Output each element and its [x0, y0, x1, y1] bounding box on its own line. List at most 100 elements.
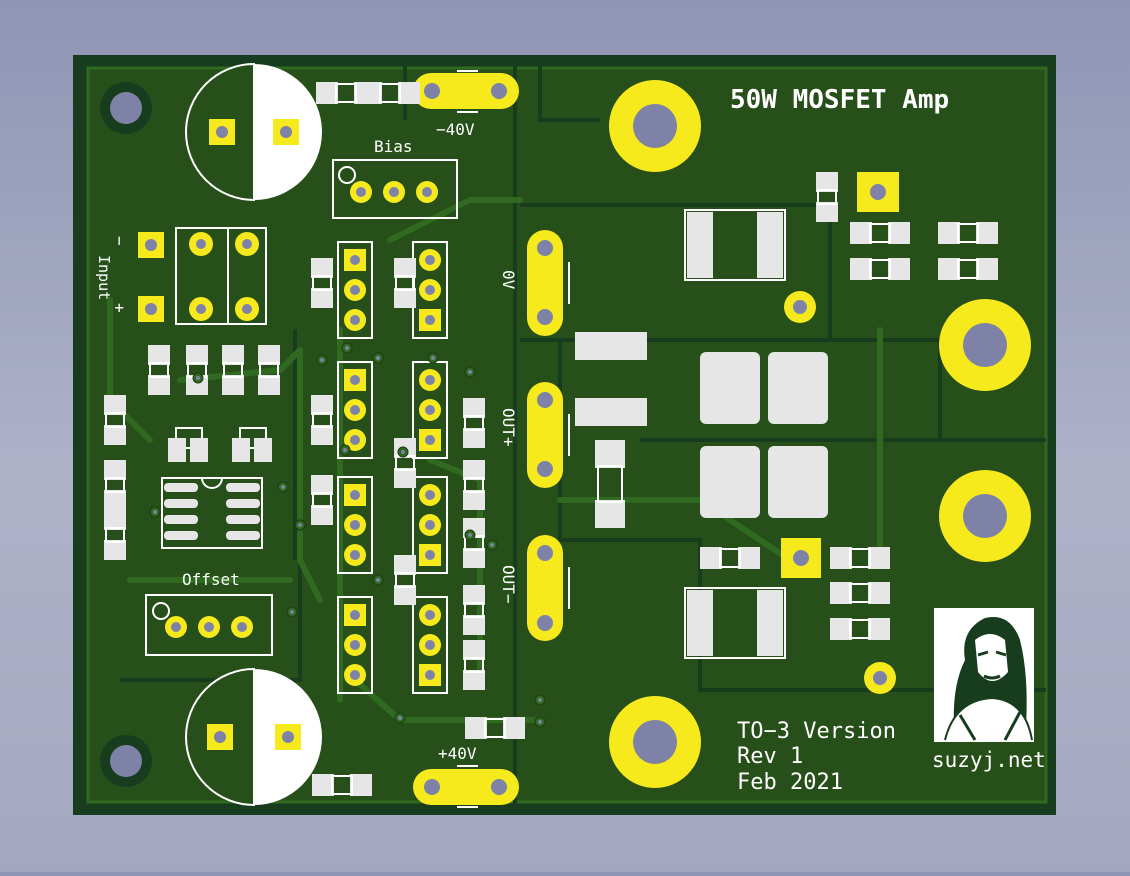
smd-outline [379, 83, 401, 103]
smd-outline [849, 619, 871, 639]
smd-outline [957, 223, 979, 243]
smd-pad [463, 670, 485, 690]
smd-pad [463, 640, 485, 660]
pad-drill [350, 405, 360, 415]
smd-pad [222, 375, 244, 395]
website-label: suzyj.net [932, 748, 1046, 772]
smd-outline [719, 548, 741, 568]
vias [149, 342, 546, 728]
via-hole [490, 543, 494, 547]
smd-pad [463, 428, 485, 448]
smd-pad [394, 288, 416, 308]
smd-outline [149, 362, 169, 378]
smd-pad [463, 460, 485, 480]
pad-drill [350, 435, 360, 445]
smd-outline [849, 583, 871, 603]
offset-trimmer [145, 594, 273, 656]
pad-drill [350, 550, 360, 560]
via-hole [468, 533, 472, 537]
via-hole [376, 356, 380, 360]
via-hole [398, 716, 402, 720]
smd-pad [258, 375, 280, 395]
smd-pad [850, 258, 872, 280]
smd-pad [104, 425, 126, 445]
smd-pad [350, 774, 372, 796]
pad-drill [425, 435, 435, 445]
neg-supply-label: −40V [436, 120, 475, 139]
pad-drill [425, 520, 435, 530]
via-hole [298, 523, 302, 527]
smd-outline [395, 275, 415, 291]
smd-pad [104, 490, 126, 510]
via-hole [281, 485, 285, 489]
smd-outline [335, 83, 357, 103]
smd-pad [316, 82, 338, 104]
smd-pad [868, 547, 890, 569]
via-hole [153, 510, 157, 514]
pad-drill [350, 610, 360, 620]
smd-outline [395, 572, 415, 588]
pad-drill [425, 375, 435, 385]
smd-outline [105, 477, 125, 493]
pad-drill [425, 610, 435, 620]
smd-pad [738, 547, 760, 569]
smd-outline [464, 477, 484, 493]
silkscreen-text: 50W MOSFET Amp TO−3 Version Rev 1 Feb 20… [95, 85, 1046, 795]
offset-label: Offset [182, 570, 240, 589]
pad-drill [350, 670, 360, 680]
version-line-1: TO−3 Version [737, 719, 896, 744]
smd-outline [105, 412, 125, 428]
smd-pad [463, 490, 485, 510]
smd-pad [888, 222, 910, 244]
smd-pad [311, 258, 333, 278]
smd-pad [700, 547, 722, 569]
smd-outline [464, 657, 484, 673]
smd-pad [976, 222, 998, 244]
via-hole [538, 720, 542, 724]
smd-pad [148, 345, 170, 365]
smd-outline [869, 223, 891, 243]
out-minus-label: OUT− [499, 565, 518, 604]
pad-drill [425, 640, 435, 650]
ground-plane [86, 66, 1048, 804]
transistor-outline [337, 476, 373, 574]
smd-outline [957, 259, 979, 279]
electrolytic-capacitors [185, 62, 322, 807]
via-hole [196, 376, 200, 380]
smd-outline [464, 602, 484, 618]
to3-pads [609, 80, 1031, 788]
smd-pad [830, 582, 852, 604]
smd-pad [816, 202, 838, 222]
bias-label: Bias [374, 137, 413, 156]
pad-drill [425, 405, 435, 415]
smd-outline [259, 362, 279, 378]
via-hole [376, 578, 380, 582]
bias-trimmer [332, 159, 458, 219]
smd-pad [311, 288, 333, 308]
via-hole [401, 450, 405, 454]
input-label: Input [95, 255, 113, 300]
smd-pad [938, 258, 960, 280]
to92-transistors [337, 241, 448, 694]
pad-drill [425, 315, 435, 325]
smd-pad [463, 398, 485, 418]
smd-components [104, 82, 998, 796]
zero-volt-label: 0V [499, 270, 518, 290]
smd-pad [816, 172, 838, 192]
smd-pad [104, 510, 126, 530]
transistor-outline [412, 596, 448, 694]
soic-opamp [161, 427, 272, 549]
smd-pad [104, 460, 126, 480]
smd-pad [394, 555, 416, 575]
transistor-outline [337, 361, 373, 459]
smd-pad [104, 395, 126, 415]
smd-pad [398, 82, 420, 104]
pos-supply-label: +40V [438, 744, 477, 763]
smd-pad [463, 548, 485, 568]
smd-pad [938, 222, 960, 244]
pad-drill [350, 285, 360, 295]
pad-drill [350, 255, 360, 265]
pad-drill [425, 670, 435, 680]
smd-pad [394, 258, 416, 278]
smd-pad [311, 395, 333, 415]
